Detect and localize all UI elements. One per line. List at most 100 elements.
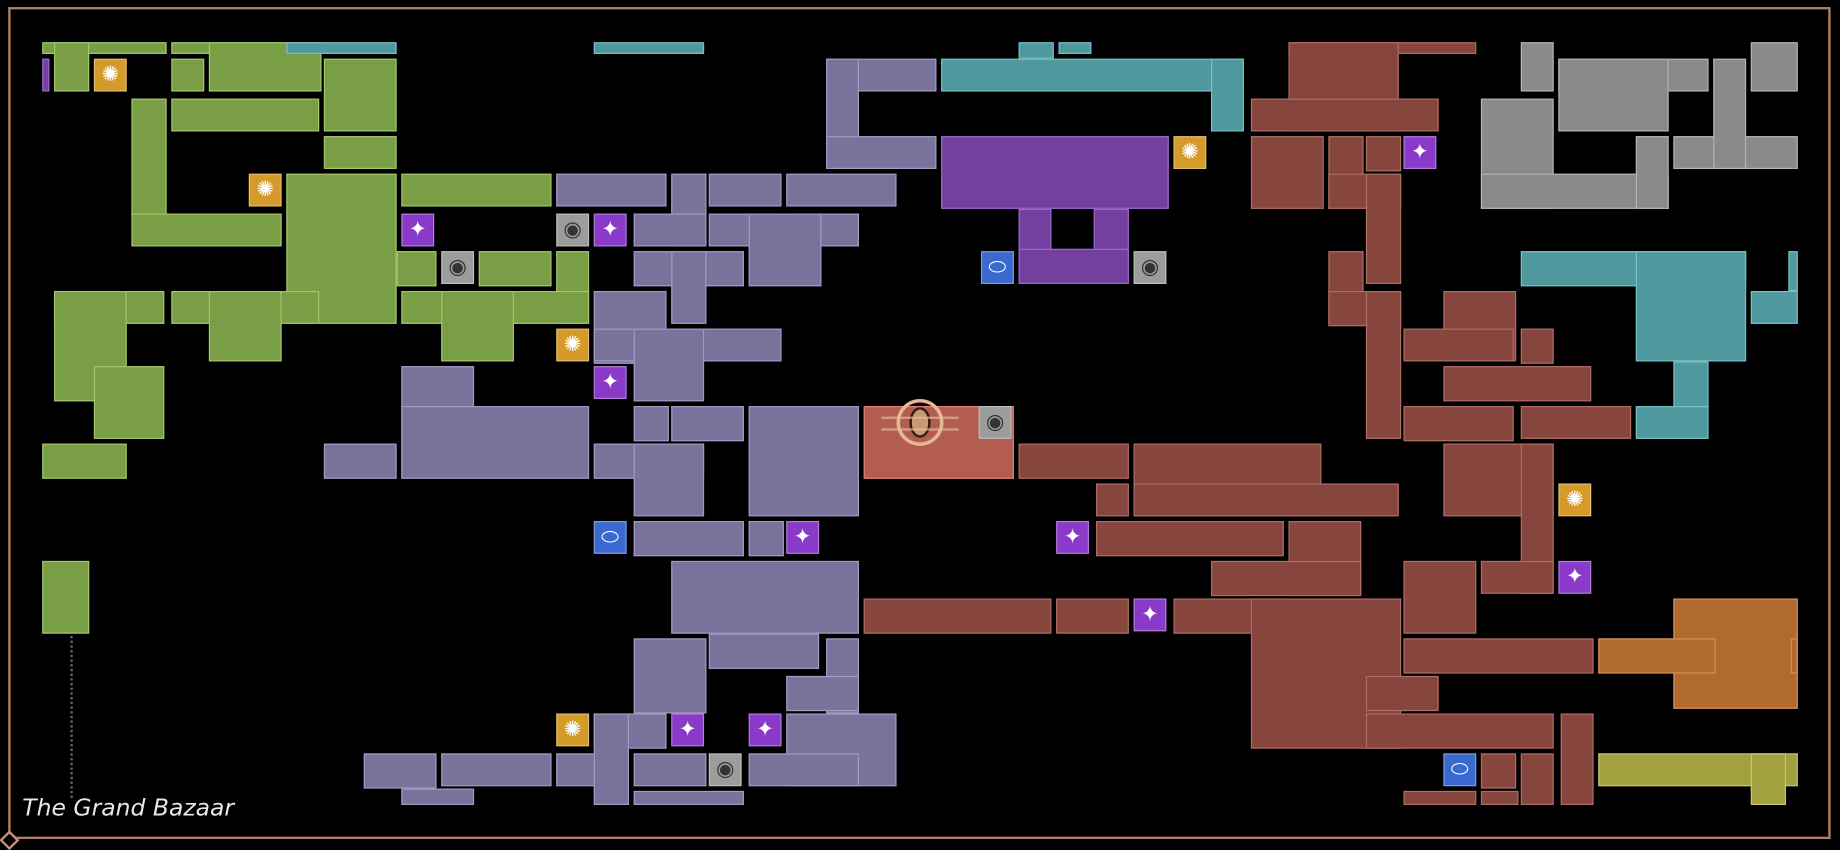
room-lavender[interactable] (671, 406, 744, 442)
room-green[interactable] (171, 98, 320, 132)
room-lavender[interactable] (748, 521, 784, 557)
room-lavender[interactable] (401, 406, 590, 479)
room-red[interactable] (1403, 790, 1477, 806)
room-red[interactable] (1133, 483, 1399, 517)
room-orange[interactable] (1790, 638, 1798, 674)
room-green[interactable] (441, 291, 514, 362)
vendor-gear-icon[interactable]: ✺ (1173, 136, 1207, 169)
room-red[interactable] (863, 598, 1052, 634)
room-lavender[interactable] (633, 753, 707, 787)
room-orange[interactable] (1673, 598, 1798, 709)
sparkle-icon[interactable]: ✦ (748, 713, 782, 747)
sparkle-icon[interactable]: ✦ (671, 713, 705, 747)
room-red[interactable] (1480, 560, 1554, 594)
room-lavender[interactable] (556, 173, 667, 207)
room-lavender[interactable] (593, 713, 629, 806)
save-point-icon[interactable]: ◉ (441, 251, 475, 284)
room-red[interactable] (1520, 753, 1554, 806)
room-lavender[interactable] (633, 521, 744, 557)
vendor-gear-icon[interactable]: ✺ (556, 328, 590, 362)
room-lavender[interactable] (671, 251, 707, 324)
room-lavender[interactable] (441, 753, 552, 787)
save-point-icon[interactable]: ◉ (708, 753, 742, 787)
room-teal[interactable] (1635, 251, 1747, 362)
room-lavender[interactable] (786, 173, 897, 207)
sparkle-icon[interactable]: ✦ (786, 521, 820, 554)
room-green[interactable] (478, 251, 552, 287)
room-green[interactable] (42, 560, 90, 634)
room-red[interactable] (1403, 638, 1594, 674)
room-lavender[interactable] (748, 406, 859, 517)
room-green[interactable] (131, 98, 167, 216)
room-red[interactable] (1365, 173, 1402, 284)
room-lavender[interactable] (786, 675, 859, 712)
room-teal[interactable] (941, 58, 1244, 92)
room-gray[interactable] (1635, 136, 1669, 209)
room-green[interactable] (93, 366, 165, 439)
room-red[interactable] (1480, 753, 1517, 789)
room-red[interactable] (1403, 406, 1514, 442)
room-green[interactable] (208, 291, 282, 362)
room-green[interactable] (53, 42, 90, 92)
sparkle-icon[interactable]: ✦ (1056, 521, 1089, 554)
room-red[interactable] (1480, 790, 1519, 806)
room-teal[interactable] (593, 42, 705, 54)
room-lavender[interactable] (633, 638, 707, 714)
room-green[interactable] (323, 136, 397, 169)
room-red[interactable] (1365, 291, 1402, 439)
vendor-gear-icon[interactable]: ✺ (248, 173, 282, 207)
room-red[interactable] (1056, 598, 1129, 634)
room-gray[interactable] (1750, 42, 1798, 92)
room-green[interactable] (42, 443, 127, 479)
room-red[interactable] (1096, 521, 1284, 557)
room-red[interactable] (1096, 483, 1129, 517)
room-lavender[interactable] (826, 136, 937, 169)
room-red[interactable] (1520, 406, 1632, 439)
teleport-icon[interactable]: ⬭ (1443, 753, 1477, 787)
room-red[interactable] (1403, 328, 1514, 362)
sparkle-icon[interactable]: ✦ (1133, 598, 1167, 632)
room-red[interactable] (1403, 560, 1477, 634)
room-gray[interactable] (1558, 58, 1669, 132)
room-lavender[interactable] (633, 790, 744, 806)
room-lavender[interactable] (633, 328, 705, 402)
room-teal[interactable] (1788, 251, 1798, 292)
room-red[interactable] (1443, 366, 1592, 402)
room-red[interactable] (1018, 443, 1129, 479)
room-lavender[interactable] (323, 443, 397, 479)
room-teal[interactable] (1018, 42, 1054, 59)
room-teal[interactable] (1635, 406, 1709, 439)
room-green[interactable] (401, 173, 552, 207)
room-lavender[interactable] (633, 213, 707, 247)
room-green[interactable] (42, 42, 167, 54)
room-green[interactable] (131, 213, 282, 247)
room-lavender[interactable] (708, 633, 820, 669)
room-lavender[interactable] (748, 213, 822, 287)
room-olive[interactable] (1750, 753, 1787, 806)
room-red[interactable] (1560, 713, 1594, 806)
room-lavender[interactable] (633, 443, 705, 517)
vendor-gear-icon[interactable]: ✺ (556, 713, 590, 747)
room-lavender[interactable] (708, 173, 782, 207)
sparkle-icon[interactable]: ✦ (1558, 560, 1592, 594)
save-point-icon[interactable]: ◉ (556, 213, 590, 247)
room-purple[interactable] (42, 58, 50, 92)
room-lavender[interactable] (748, 753, 859, 787)
sparkle-icon[interactable]: ✦ (401, 213, 435, 247)
room-purple[interactable] (941, 136, 1169, 209)
teleport-icon[interactable]: ⬭ (593, 521, 627, 554)
room-purple[interactable] (1018, 248, 1129, 284)
sparkle-icon[interactable]: ✦ (1403, 136, 1437, 169)
vendor-gear-icon[interactable]: ✺ (1558, 483, 1592, 517)
room-red[interactable] (1365, 136, 1402, 172)
save-point-icon[interactable]: ◉ (978, 406, 1012, 439)
teleport-icon[interactable]: ⬭ (981, 251, 1014, 284)
sparkle-icon[interactable]: ✦ (593, 213, 627, 247)
room-red[interactable] (1365, 713, 1554, 749)
room-green[interactable] (323, 58, 397, 132)
room-red[interactable] (1250, 98, 1439, 132)
room-red[interactable] (1520, 328, 1554, 364)
room-lavender[interactable] (671, 560, 859, 634)
room-teal[interactable] (1673, 361, 1709, 409)
